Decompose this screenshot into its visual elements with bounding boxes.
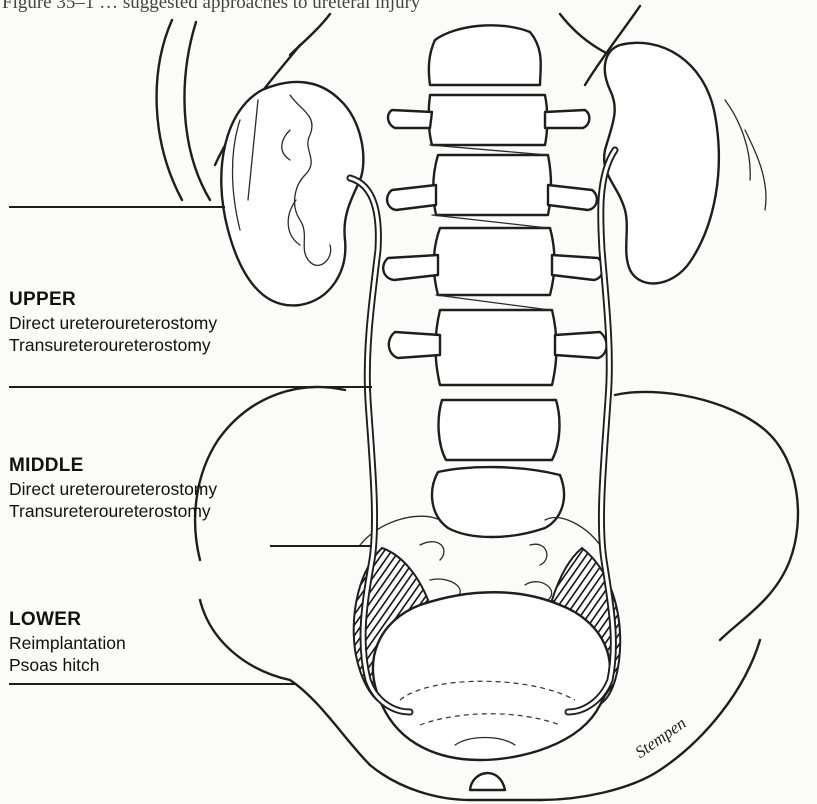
lumbar-spine	[429, 25, 564, 537]
level-name: UPPER	[9, 288, 217, 312]
label-lower: LOWER Reimplantation Psoas hitch	[9, 608, 126, 676]
procedure-1: Direct ureteroureterostomy	[9, 312, 217, 334]
left-kidney	[221, 82, 363, 306]
procedure-2: Transureteroureterostomy	[9, 334, 217, 356]
procedure-2: Transureteroureterostomy	[9, 500, 217, 522]
procedure-1: Direct ureteroureterostomy	[9, 478, 217, 500]
level-name: MIDDLE	[9, 454, 217, 478]
label-middle: MIDDLE Direct ureteroureterostomy Transu…	[9, 454, 217, 522]
level-name: LOWER	[9, 608, 126, 632]
right-kidney	[604, 43, 766, 284]
procedure-1: Reimplantation	[9, 632, 126, 654]
bladder	[373, 592, 610, 760]
label-upper: UPPER Direct ureteroureterostomy Transur…	[9, 288, 217, 356]
procedure-2: Psoas hitch	[9, 654, 126, 676]
